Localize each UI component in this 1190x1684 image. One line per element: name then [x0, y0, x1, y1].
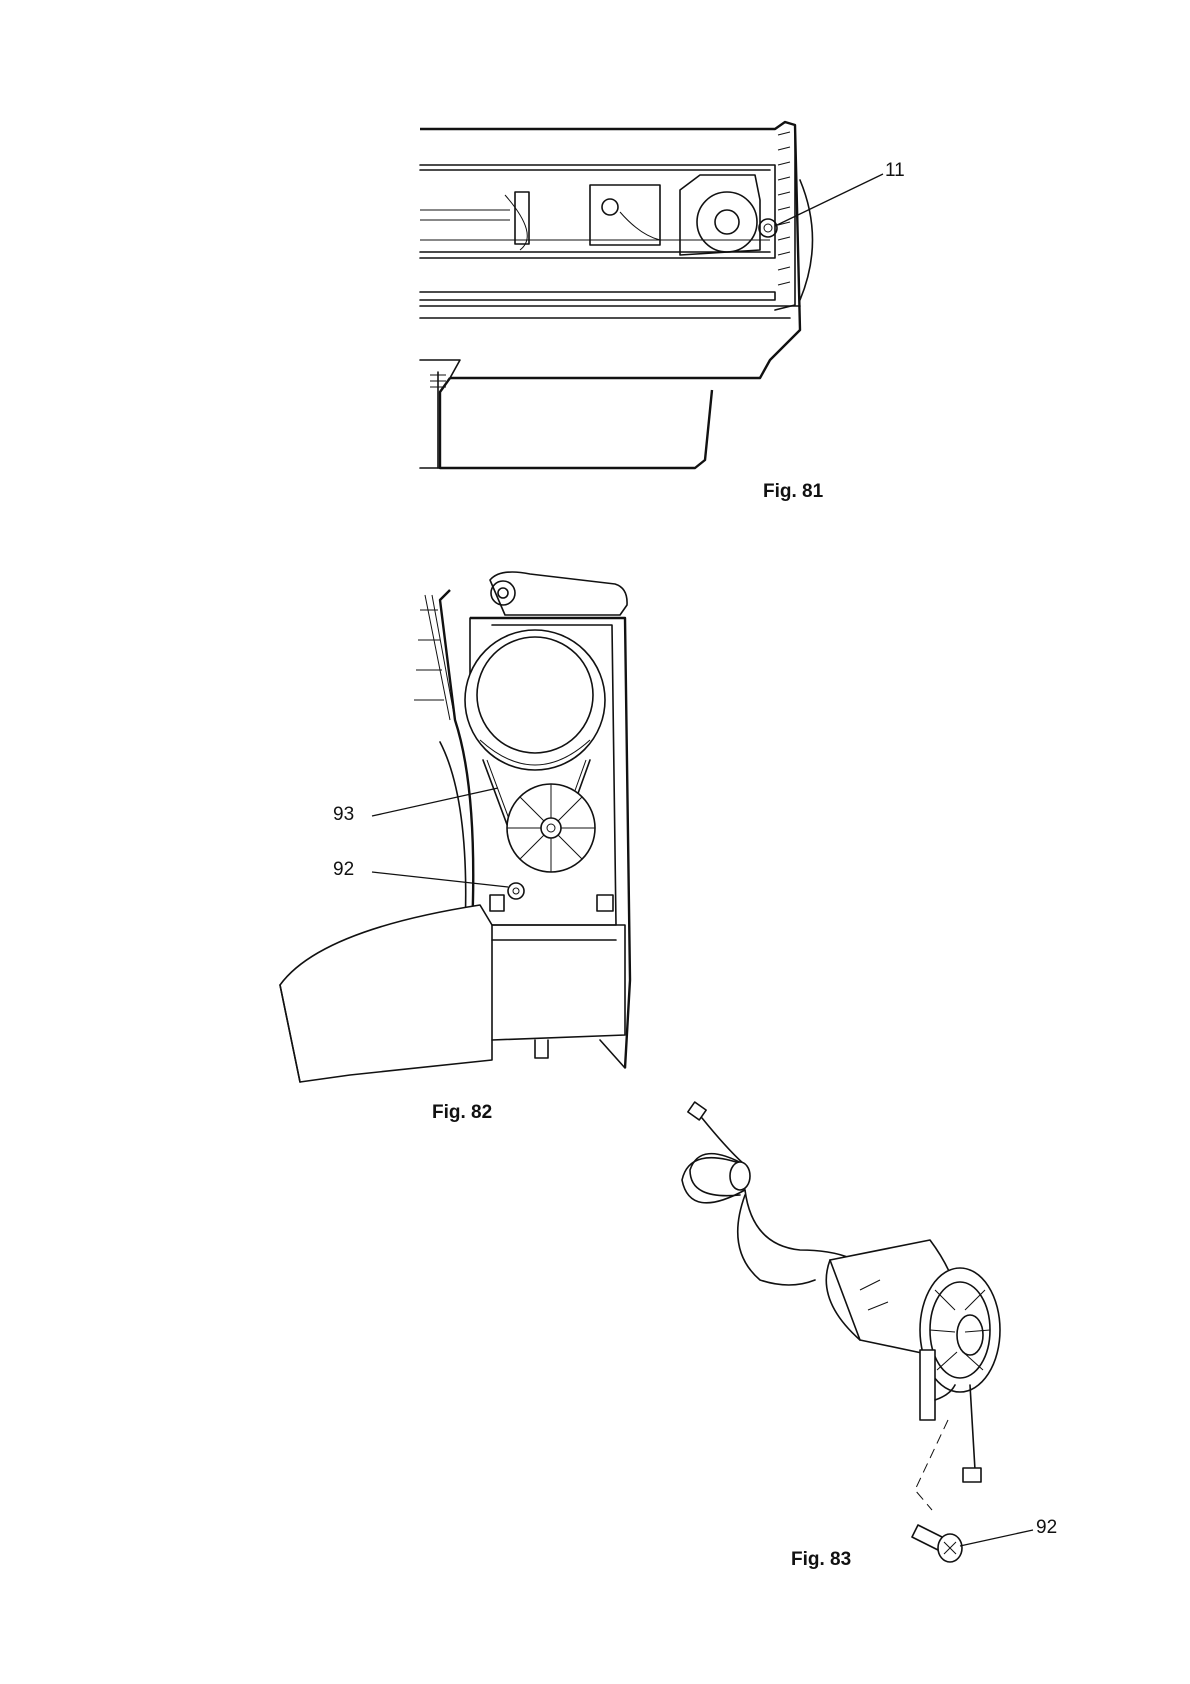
- figure-83-illustration: [682, 1102, 1000, 1562]
- figure-81-caption: Fig. 81: [763, 481, 824, 502]
- callout-93: 93: [333, 804, 354, 825]
- callout-11: 11: [885, 160, 905, 181]
- leader-line-92-fig83: [960, 1530, 1033, 1546]
- callout-92-fig82: 92: [333, 859, 354, 880]
- leader-line-93: [372, 788, 498, 816]
- figure-82-caption: Fig. 82: [432, 1102, 492, 1123]
- figure-81-illustration: [420, 122, 813, 468]
- figure-82-illustration: [280, 572, 630, 1082]
- leader-line-92-fig82: [372, 872, 508, 887]
- callout-92-fig83: 92: [1036, 1517, 1057, 1538]
- leader-line-11: [775, 174, 883, 226]
- figure-83-caption: Fig. 83: [791, 1549, 851, 1570]
